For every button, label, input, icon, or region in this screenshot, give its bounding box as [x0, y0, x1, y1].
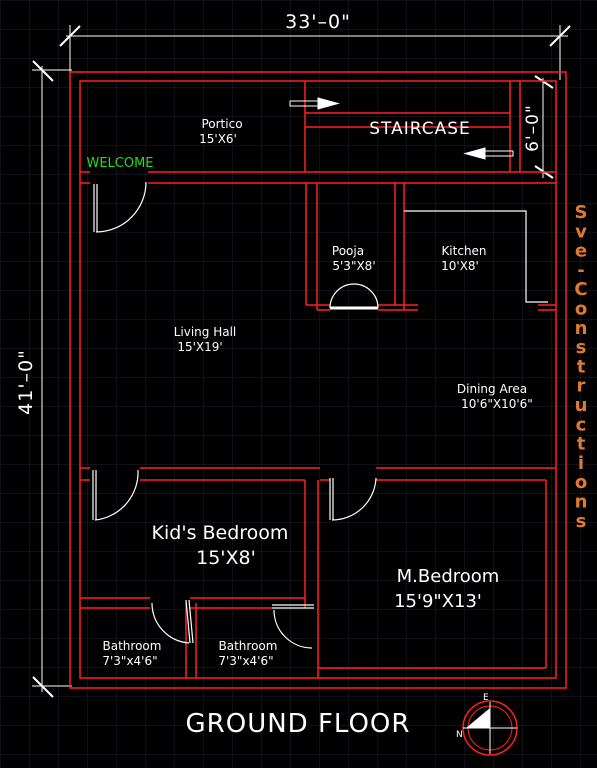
dining-area-size: 10'6"X10'6" — [461, 397, 533, 411]
master-bedroom-label: M.Bedroom — [397, 566, 500, 587]
bathroom-1-door[interactable] — [151, 599, 194, 644]
kids-bedroom-door[interactable] — [92, 469, 139, 521]
stair-arrows — [289, 97, 514, 160]
bathroom-2-label: Bathroom — [219, 639, 278, 653]
compass: N E — [456, 693, 518, 756]
bathroom-1-label: Bathroom — [103, 639, 162, 653]
brand-letter: s — [576, 337, 587, 358]
stair-up-arrow — [289, 97, 340, 110]
portico-size: 15'X6' — [199, 132, 237, 146]
brand-letter: r — [577, 376, 586, 397]
bathroom-1-size: 7'3"x4'6" — [102, 654, 157, 668]
kitchen-size: 10'X8' — [441, 259, 479, 273]
floor-title: GROUND FLOOR — [186, 709, 411, 739]
height-dimension-label: 41'–0" — [15, 349, 37, 415]
brand-letter: e — [575, 241, 587, 262]
brand-letter: o — [575, 472, 587, 493]
dining-area-label: Dining Area — [457, 382, 527, 396]
brand-letter: u — [575, 395, 588, 416]
brand-letter: i — [578, 453, 584, 474]
stair-down-arrow — [463, 147, 514, 160]
kids-bedroom-size: 15'X8' — [196, 547, 256, 569]
bathroom-2-door[interactable] — [272, 604, 314, 649]
walls — [69, 71, 567, 689]
portico-label: Portico — [201, 117, 242, 131]
compass-east-label: E — [483, 693, 489, 703]
living-hall-size: 15'X19' — [177, 340, 222, 354]
compass-north-label: N — [456, 730, 463, 740]
brand-letter: n — [575, 492, 588, 513]
compass-needle — [466, 708, 490, 728]
brand-letter: n — [575, 318, 588, 339]
brand-letter: t — [577, 356, 586, 377]
pooja-label: Pooja — [332, 244, 364, 258]
kids-bedroom-label: Kid's Bedroom — [152, 522, 289, 544]
bathroom-2-size: 7'3"x4'6" — [218, 654, 273, 668]
doors — [92, 181, 379, 649]
brand-letter: v — [575, 221, 587, 242]
staircase-label: STAIRCASE — [369, 119, 471, 139]
staircase-dimension-label: 6'–0" — [523, 104, 543, 152]
dimension-lines — [32, 25, 571, 698]
brand-letter: s — [576, 511, 587, 532]
kitchen-counter — [404, 210, 548, 303]
living-hall-label: Living Hall — [174, 325, 237, 339]
pooja-door[interactable] — [329, 283, 379, 310]
main-entrance-door[interactable] — [93, 181, 147, 233]
brand-letter: c — [576, 414, 587, 435]
width-dimension-label: 33'–0" — [285, 11, 351, 33]
master-bedroom-size: 15'9"X13' — [394, 591, 482, 612]
master-bedroom-door[interactable] — [329, 477, 377, 521]
brand-letter: t — [577, 434, 586, 455]
pooja-size: 5'3"X8' — [332, 259, 375, 273]
brand-letter: C — [574, 279, 587, 300]
brand-letter: - — [577, 260, 584, 281]
outer-wall — [69, 71, 567, 689]
kitchen-label: Kitchen — [441, 244, 486, 258]
welcome-label: WELCOME — [86, 156, 153, 171]
brand-letter: o — [575, 299, 587, 320]
brand-letter: S — [575, 202, 588, 223]
